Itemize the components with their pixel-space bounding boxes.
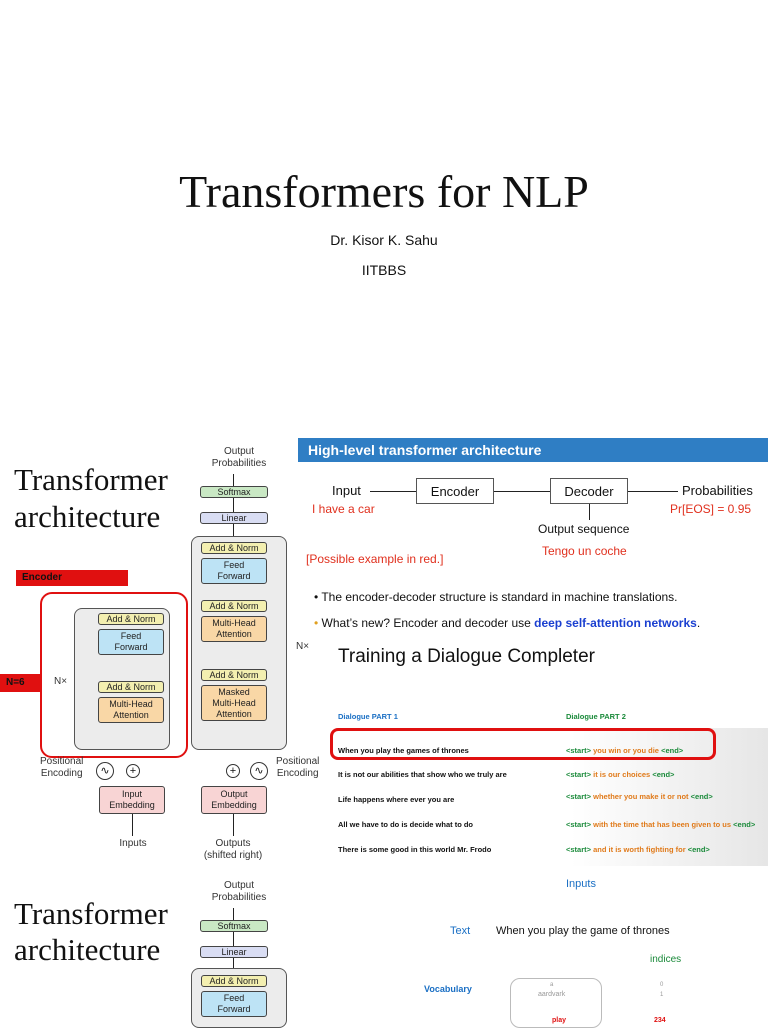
transformer-diagram: Output Probabilities Softmax Linear Add … [0, 436, 330, 866]
hl-example-output: Tengo un coche [542, 544, 627, 558]
dialogue-row-2-part1: It is not our abilities that show who we… [338, 770, 507, 779]
decoder-add-norm-1: Add & Norm [201, 669, 267, 681]
affiliation: IITBBS [361, 262, 407, 278]
dialogue-row-1-part2: <start> you win or you die <end> [566, 746, 684, 755]
hl-bullet-2: • What’s new? Encoder and decoder use de… [314, 616, 701, 630]
outputs-label: Outputs (shifted right) [203, 838, 263, 861]
slide3-softmax: Softmax [200, 920, 268, 932]
encoder-add-norm-1: Add & Norm [98, 681, 164, 693]
hl-input-label: Input [332, 483, 361, 498]
encoder-add-norm-2: Add & Norm [98, 613, 164, 625]
inputs-panel: Inputs Text When you play the game of th… [330, 868, 768, 1028]
add-circle-icon: + [226, 764, 240, 778]
sine-wave-icon: ∿ [96, 762, 114, 780]
encoder-multi-head-attention: Multi-Head Attention [98, 697, 164, 723]
slide3-feed-forward: Feed Forward [201, 991, 267, 1017]
hl-bullet-1-text: The encoder-decoder structure is standar… [321, 590, 678, 604]
vocab-index-1: 1 [660, 992, 664, 998]
decoder-feed-forward: Feed Forward [201, 558, 267, 584]
dialogue-highlight [330, 728, 716, 760]
text-label: Text [450, 925, 471, 937]
hl-decoder-box: Decoder [550, 478, 628, 504]
slide3-output-probabilities: Output Probabilities [211, 880, 267, 903]
slide2-heading-line1: Transformer [14, 462, 168, 497]
decoder-masked-attention: Masked Multi-Head Attention [201, 685, 267, 721]
add-circle-icon: + [126, 764, 140, 778]
dialogue-col2-header: Dialogue PART 2 [566, 712, 626, 721]
author-name: Dr. Kisor K. Sahu [330, 232, 438, 248]
vocabulary-label: Vocabulary [424, 984, 472, 994]
slide3-add-norm: Add & Norm [201, 975, 267, 987]
linear-block: Linear [200, 512, 268, 524]
decoder-nx-label: N× [296, 641, 310, 652]
sine-wave-icon: ∿ [250, 762, 268, 780]
vocab-index-0: 0 [660, 982, 664, 988]
vocab-word-a: a [550, 982, 554, 988]
dialogue-row-3-part1: Life happens where ever you are [338, 795, 455, 804]
high-level-panel: High-level transformer architecture Inpu… [298, 438, 768, 638]
hl-bullet-1: • The encoder-decoder structure is stand… [314, 590, 678, 604]
positional-encoding-left: Positional Encoding [40, 756, 84, 779]
input-embedding: Input Embedding [99, 786, 165, 814]
encoder-highlight [40, 592, 188, 758]
output-embedding: Output Embedding [201, 786, 267, 814]
positional-encoding-right: Positional Encoding [276, 756, 320, 779]
hl-example-input: I have a car [312, 502, 375, 516]
decoder-add-norm-3: Add & Norm [201, 542, 267, 554]
n6-tag: N=6 [0, 674, 40, 692]
dialogue-col1-header: Dialogue PART 1 [338, 712, 398, 721]
encoder-feed-forward: Feed Forward [98, 629, 164, 655]
dialogue-row-2-part2: <start> it is our choices <end> [566, 770, 675, 779]
hl-bullet-2-c: . [696, 616, 701, 630]
dialogue-row-1-part1: When you play the games of thrones [338, 746, 469, 755]
softmax-block: Softmax [200, 486, 268, 498]
slide3-heading-line2: architecture [14, 932, 161, 967]
slide-title: Transformers for NLP [179, 166, 589, 217]
hl-output-sequence: Output sequence [538, 522, 630, 536]
slide2-heading-line2: architecture [14, 499, 161, 534]
dialogue-row-5-part1: There is some good in this world Mr. Fro… [338, 845, 492, 854]
text-value: When you play the game of thrones [496, 925, 670, 937]
slide3-linear: Linear [200, 946, 268, 958]
slide3-heading-line1: Transformer [14, 896, 168, 931]
hl-bullet-2-emphasis: deep self-attention networks [534, 616, 697, 630]
high-level-header: High-level transformer architecture [298, 438, 768, 462]
dialogue-row-4-part1: All we have to do is decide what to do [338, 820, 474, 829]
hl-bullet-2-a: What’s new? Encoder and decoder use [321, 616, 535, 630]
decoder-multi-head-attention: Multi-Head Attention [201, 616, 267, 642]
dialogue-row-5-part2: <start> and it is worth fighting for <en… [566, 845, 710, 854]
hl-probabilities-label: Probabilities [682, 483, 753, 498]
decoder-add-norm-2: Add & Norm [201, 600, 267, 612]
hl-prob-eos: Pr[EOS] = 0.95 [670, 502, 752, 516]
vocab-word-aardvark: aardvark [538, 991, 566, 998]
hl-encoder-box: Encoder [416, 478, 494, 504]
vocab-word-play: play [552, 1017, 567, 1024]
inputs-title: Inputs [566, 878, 596, 890]
hl-possible-example: [Possible example in red.] [306, 552, 444, 566]
encoder-tag: Encoder [16, 570, 128, 586]
vocab-index-234: 234 [654, 1017, 666, 1024]
inputs-label: Inputs [119, 838, 147, 849]
dialogue-title: Training a Dialogue Completer [338, 646, 595, 667]
dialogue-row-3-part2: <start> whether you make it or not <end> [566, 792, 713, 801]
dialogue-panel: Training a Dialogue Completer Dialogue P… [330, 640, 768, 866]
dialogue-row-4-part2: <start> with the time that has been give… [566, 820, 756, 829]
indices-label: indices [650, 954, 682, 965]
encoder-nx-label: N× [54, 676, 68, 687]
output-probabilities-label: Output Probabilities [211, 446, 267, 469]
